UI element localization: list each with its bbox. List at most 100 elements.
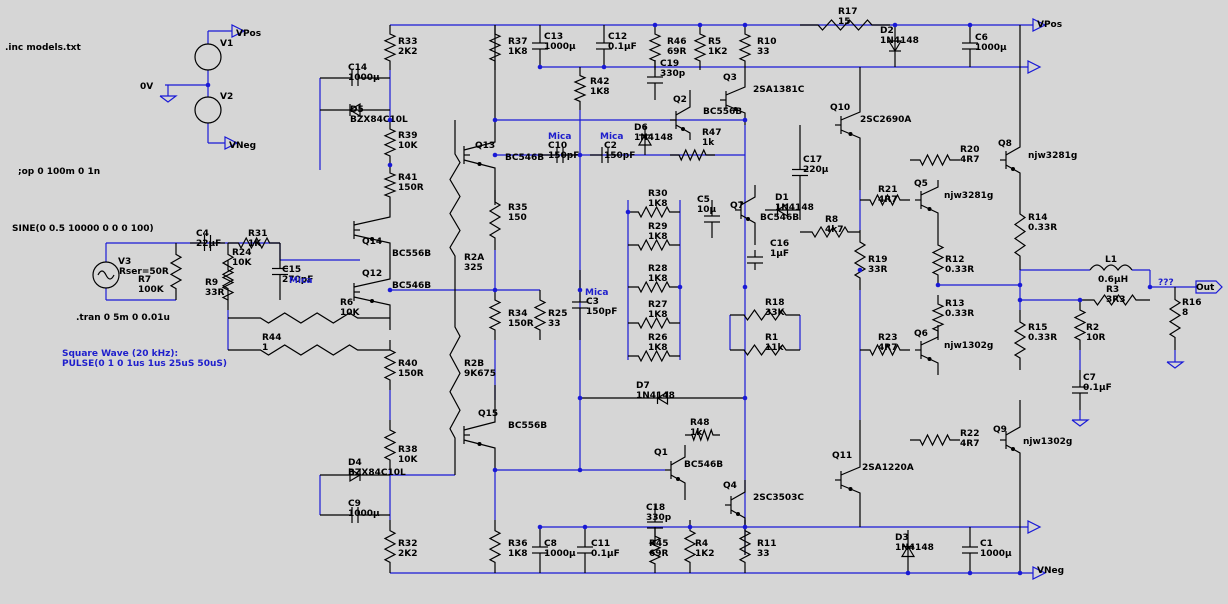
resistor-r44[interactable] [228, 344, 390, 356]
transistor-q11[interactable] [835, 420, 861, 527]
resistor-r27-value[interactable]: 1K8 [648, 310, 668, 320]
transistor-q4[interactable] [725, 480, 746, 555]
resistor-body[interactable] [670, 148, 715, 162]
transistor-part[interactable] [730, 509, 746, 555]
capacitor-c2-name[interactable]: C2 [604, 141, 617, 151]
resistor-r14-value[interactable]: 0.33R [1028, 223, 1057, 233]
resistor-r5-value[interactable]: 1K2 [708, 47, 728, 57]
resistor-r12[interactable] [931, 235, 945, 285]
source-v3-name[interactable]: V3 [118, 257, 131, 267]
resistor-r42[interactable] [573, 67, 587, 110]
source-v3-symbol[interactable] [92, 261, 120, 289]
resistor-r4-name[interactable]: R4 [695, 539, 708, 549]
resistor-r48[interactable] [685, 428, 720, 442]
transistor-part[interactable] [1005, 164, 1021, 200]
resistor-r33-value[interactable]: 2K2 [398, 47, 418, 57]
square-wave-comment[interactable]: Square Wave (20 kHz): [62, 349, 178, 359]
net-label-out[interactable]: Out [1196, 283, 1215, 293]
resistor-r34-name[interactable]: R34 [508, 309, 527, 319]
resistor-body[interactable] [628, 280, 680, 294]
transistor-q1[interactable] [665, 445, 686, 500]
resistor-body[interactable] [683, 520, 697, 573]
resistor-body[interactable] [685, 428, 720, 442]
resistor-r41-value[interactable]: 150R [398, 183, 424, 193]
resistor-r36-value[interactable]: 1K8 [508, 549, 528, 559]
resistor-r1[interactable] [730, 343, 800, 357]
transistor-part[interactable] [477, 162, 482, 166]
capacitor-c1-name[interactable]: C1 [980, 539, 993, 549]
resistor-r12-value[interactable]: 0.33R [945, 265, 974, 275]
resistor-r24-name[interactable]: R24 [232, 248, 251, 258]
net-label-vpos-v1[interactable]: VPos [236, 29, 261, 39]
vneg-flag-v2[interactable] [224, 136, 239, 150]
transistor-q13-name[interactable]: Q13 [475, 141, 495, 151]
capacitor-c1-value[interactable]: 1000µ [980, 549, 1012, 559]
transistor-q2-value[interactable]: BC556B [703, 107, 742, 117]
capacitor-c4-value[interactable]: 22µF [196, 239, 221, 249]
resistor-r2-name[interactable]: R2 [1086, 323, 1099, 333]
resistor-body[interactable] [449, 120, 461, 290]
resistor-r7[interactable] [169, 243, 183, 300]
transistor-q5-value[interactable]: njw3281g [944, 191, 993, 201]
resistor-r7-name[interactable]: R7 [138, 275, 151, 285]
capacitor-c5-value[interactable]: 10µ [697, 205, 717, 215]
resistor-body[interactable] [228, 344, 390, 356]
resistor-r27[interactable] [628, 316, 680, 330]
resistor-r21-name[interactable]: R21 [878, 185, 897, 195]
transistor-q15-value[interactable]: BC556B [508, 421, 547, 431]
resistor-r16-value[interactable]: 8 [1182, 308, 1188, 318]
resistor-r12-name[interactable]: R12 [945, 255, 964, 265]
resistor-r27-name[interactable]: R27 [648, 300, 667, 310]
source-v2-name[interactable]: V2 [220, 92, 233, 102]
resistor-r38[interactable] [383, 420, 397, 470]
transistor-q10-name[interactable]: Q10 [830, 103, 850, 113]
resistor-r30-value[interactable]: 1K8 [648, 199, 668, 209]
transistor-part[interactable] [920, 180, 939, 196]
transistor-q8-value[interactable]: njw3281g [1028, 151, 1077, 161]
transistor-part[interactable] [927, 357, 932, 361]
transistor-part[interactable] [927, 207, 932, 211]
resistor-body[interactable] [738, 520, 752, 573]
resistor-body[interactable] [931, 235, 945, 285]
capacitor-c16-value[interactable]: 1µF [770, 249, 789, 259]
transistor-part[interactable] [463, 159, 496, 205]
resistor-body[interactable] [221, 243, 235, 300]
resistor-body[interactable] [738, 25, 752, 70]
resistor-body[interactable] [860, 343, 910, 357]
resistor-body[interactable] [383, 120, 397, 165]
resistor-body[interactable] [910, 433, 960, 447]
diode-d5-name[interactable]: D5 [350, 105, 364, 115]
transistor-q6-value[interactable]: njw1302g [944, 341, 993, 351]
resistor-r39-value[interactable]: 10K [398, 141, 419, 151]
transistor-q14-value[interactable]: BC556B [392, 249, 431, 259]
transistor-part[interactable] [477, 442, 482, 446]
transistor-q13[interactable] [463, 25, 496, 205]
capacitor-c6-name[interactable]: C6 [975, 33, 988, 43]
capacitor-c2-value[interactable]: 150pF [604, 151, 635, 161]
transistor-q7[interactable] [735, 185, 756, 245]
resistor-r31[interactable] [228, 236, 280, 250]
resistor-r39-name[interactable]: R39 [398, 131, 417, 141]
transistor-part[interactable] [1005, 444, 1021, 573]
capacitor-c11-value[interactable]: 0.1µF [591, 549, 620, 559]
op-directive[interactable]: ;op 0 100m 0 1n [18, 167, 100, 177]
source-v1-name[interactable]: V1 [220, 39, 233, 49]
resistor-r25[interactable] [533, 290, 547, 340]
resistor-r25-value[interactable]: 33 [548, 319, 561, 329]
diode-d2-name[interactable]: D2 [880, 26, 894, 36]
capacitor-c11-name[interactable]: C11 [591, 539, 610, 549]
resistor-r15[interactable] [1013, 310, 1027, 370]
resistor-r23-name[interactable]: R23 [878, 333, 897, 343]
transistor-q8-name[interactable]: Q8 [998, 139, 1012, 149]
resistor-body[interactable] [730, 343, 800, 357]
resistor-r3-name[interactable]: R3 [1106, 285, 1119, 295]
resistor-body[interactable] [488, 520, 502, 573]
resistor-r46-value[interactable]: 69R [667, 47, 687, 57]
net-label-vneg-rail[interactable]: VNeg [1037, 566, 1064, 576]
inductor-l1-value[interactable]: 0.6µH [1098, 275, 1128, 285]
transistor-part[interactable] [1011, 167, 1015, 171]
capacitor-c19-name[interactable]: C19 [660, 59, 679, 69]
transistor-q6-name[interactable]: Q6 [914, 329, 928, 339]
resistor-r44-value[interactable]: 1 [262, 343, 268, 353]
resistor-r22-value[interactable]: 4R7 [960, 439, 979, 449]
